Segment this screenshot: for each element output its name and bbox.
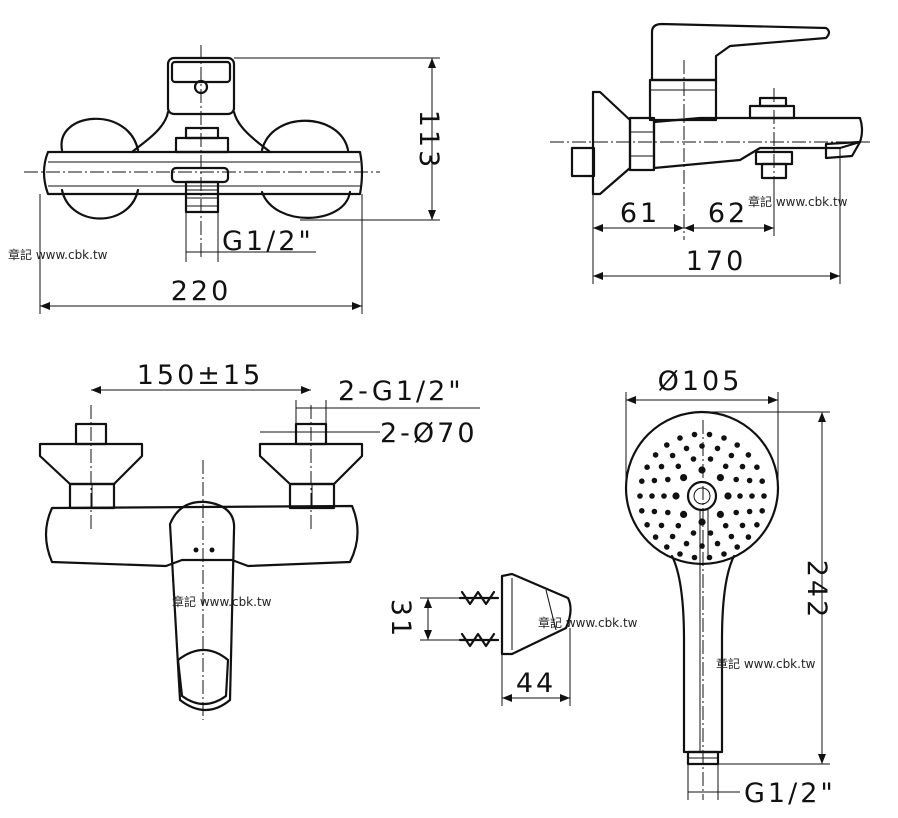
nozzle [737,493,743,499]
nozzle [652,452,659,458]
nozzle [690,530,697,536]
nozzle [707,530,714,536]
watermark-1: 章記 www.cbk.tw [8,247,108,262]
nozzle [658,522,665,529]
dim-holder-depth: 44 [516,668,556,699]
front-view: 113 G1/2" 220 [24,45,444,314]
dim-side-total: 170 [686,246,747,277]
dim-front-thread: G1/2" [222,226,314,257]
nozzle [665,476,671,483]
nozzle [680,510,688,518]
dim-back-spacing: 150±15 [137,360,264,391]
watermark-3: 章記 www.cbk.tw [172,594,272,609]
nozzle [734,442,740,448]
nozzle [707,456,714,462]
dim-shower-diameter: Ø105 [658,366,743,397]
nozzle [721,435,727,441]
nozzle [754,464,760,471]
nozzle [746,477,753,484]
dim-front-height: 113 [413,110,444,171]
nozzle [644,522,650,528]
nozzle [722,522,729,529]
nozzle [724,492,732,500]
nozzle [716,510,725,518]
back-view: 150±15 2-G1/2" 2-Ø70 [38,360,480,720]
nozzle [739,463,746,470]
nozzle [661,493,667,499]
nozzle [658,463,665,470]
nozzle [669,452,676,459]
nozzle [716,474,725,482]
nozzle [749,493,755,499]
nozzle [675,463,682,470]
nozzle [649,493,655,499]
nozzle [691,431,698,438]
nozzle [759,508,765,514]
nozzle [733,476,739,483]
nozzle [677,551,683,557]
dim-front-width: 220 [171,276,232,307]
nozzle [644,464,650,471]
side-view: 61 62 170 [550,22,870,284]
nozzle [651,477,658,484]
nozzle [691,554,698,561]
nozzle [651,508,658,515]
dim-shower-thread: G1/2" [744,778,836,809]
nozzle [639,478,645,485]
nozzle [637,493,643,499]
nozzle [699,443,705,449]
nozzle [721,551,727,557]
nozzle [728,533,735,540]
dim-back-thread: 2-G1/2" [338,376,464,407]
nozzle [690,456,697,462]
shower-nozzles [637,431,767,561]
nozzle [669,533,676,540]
nozzle [739,522,746,529]
dim-shower-length: 242 [801,560,832,621]
nozzle [664,442,670,448]
nozzle [746,508,753,515]
nozzle [698,466,706,474]
nozzle [728,452,735,459]
nozzle [745,452,752,458]
nozzle [652,534,659,540]
nozzle [680,474,688,482]
dim-side-left: 61 [620,198,660,229]
nozzle [761,493,767,499]
shower-view: Ø105 242 G1/2" [624,366,836,809]
nozzle [733,509,739,516]
nozzle [639,508,645,514]
nozzle [683,445,690,452]
nozzle [698,518,706,526]
nozzle [745,534,752,540]
nozzle [664,544,670,550]
nozzle [722,463,729,470]
nozzle [734,544,740,550]
nozzle [677,435,683,441]
nozzle [754,522,760,528]
nozzle [665,509,671,516]
nozzle [706,431,713,438]
nozzle [683,540,690,547]
nozzle [714,445,721,452]
dim-back-flange: 2-Ø70 [380,418,478,449]
holder-view: 31 44 [385,572,572,706]
watermark-5: 章記 www.cbk.tw [716,656,816,671]
nozzle [675,522,682,529]
nozzle [672,492,680,500]
dim-holder-height: 31 [385,599,416,639]
dim-side-right: 62 [708,198,748,229]
watermark-4: 章記 www.cbk.tw [538,615,638,630]
nozzle [759,478,765,485]
nozzle [714,540,721,547]
watermark-2: 章記 www.cbk.tw [748,194,848,209]
